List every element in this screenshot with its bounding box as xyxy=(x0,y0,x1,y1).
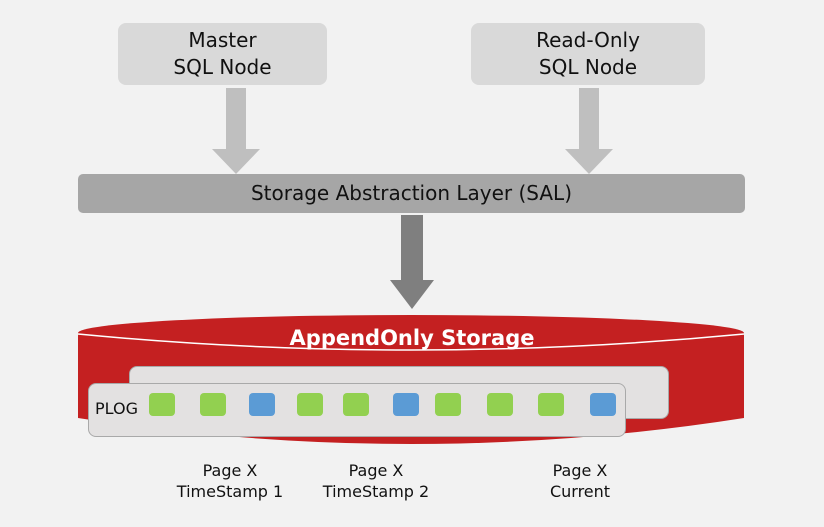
storage-title: AppendOnly Storage xyxy=(289,326,535,350)
readonly-node-line2: SQL Node xyxy=(538,55,638,79)
sal-to-storage-arrow-icon xyxy=(390,215,434,309)
page-block-blue xyxy=(393,393,419,416)
master-node-line2: SQL Node xyxy=(173,55,272,79)
page-block-green xyxy=(343,393,369,416)
plog-label: PLOG xyxy=(95,399,138,418)
caption-line2: TimeStamp 2 xyxy=(322,482,430,501)
page-block-green xyxy=(538,393,564,416)
caption-timestamp-2: Page X TimeStamp 2 xyxy=(306,460,446,502)
page-block-green xyxy=(435,393,461,416)
page-block-green xyxy=(487,393,513,416)
master-node-line1: Master xyxy=(188,28,257,52)
caption-line1: Page X xyxy=(552,461,608,480)
caption-current: Page X Current xyxy=(530,460,630,502)
caption-line1: Page X xyxy=(202,461,258,480)
caption-timestamp-1: Page X TimeStamp 1 xyxy=(160,460,300,502)
master-sql-node: Master SQL Node xyxy=(118,23,327,85)
readonly-to-sal-arrow-icon xyxy=(565,88,613,174)
master-to-sal-arrow-icon xyxy=(212,88,260,174)
caption-line1: Page X xyxy=(348,461,404,480)
page-block-green xyxy=(200,393,226,416)
read-only-sql-node: Read-Only SQL Node xyxy=(471,23,705,85)
readonly-node-line1: Read-Only xyxy=(536,28,640,52)
caption-line2: TimeStamp 1 xyxy=(176,482,284,501)
caption-line2: Current xyxy=(549,482,611,501)
page-block-blue xyxy=(249,393,275,416)
page-block-blue xyxy=(590,393,616,416)
page-block-green xyxy=(297,393,323,416)
storage-abstraction-layer: Storage Abstraction Layer (SAL) xyxy=(78,174,745,213)
page-block-green xyxy=(149,393,175,416)
